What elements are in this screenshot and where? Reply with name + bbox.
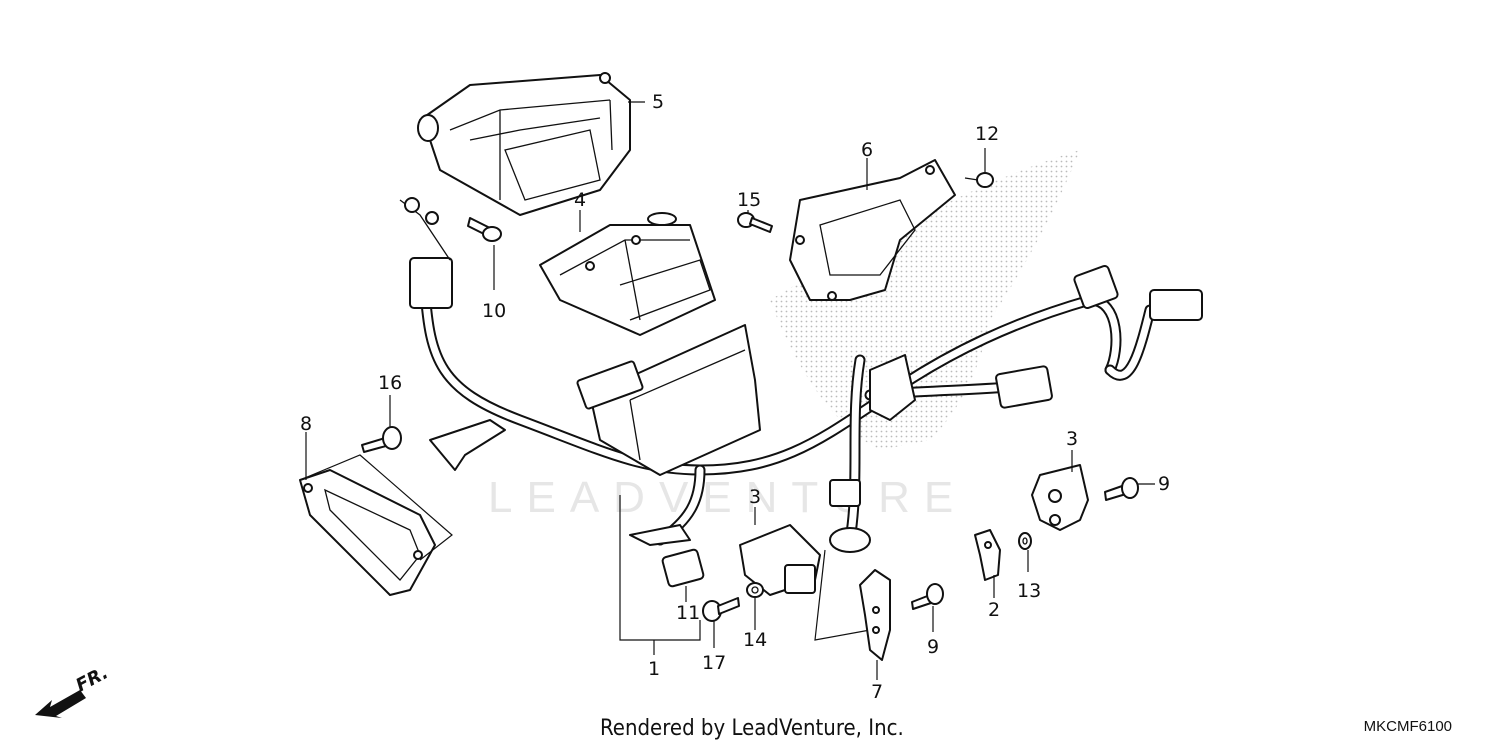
watermark-text: LEADVENTURE: [488, 473, 967, 522]
part-3-sensor-right: [1031, 464, 1089, 531]
callout-4: 4: [574, 189, 586, 211]
bolt-10: [467, 217, 502, 242]
part-4-module: [539, 212, 716, 336]
callout-9-right: 9: [1158, 473, 1170, 495]
bolt-9-lower: [911, 583, 944, 610]
callout-9-lower: 9: [927, 636, 939, 658]
part-11-connector: [661, 548, 705, 588]
arrow-icon: [35, 690, 86, 718]
part-1-wire-harness: [399, 197, 1203, 553]
callout-7: 7: [871, 681, 883, 703]
callout-2: 2: [988, 599, 1000, 621]
callout-14: 14: [743, 629, 767, 651]
part-6-plate: [789, 159, 956, 301]
bolt-16: [361, 426, 402, 453]
part-7-stay: [859, 569, 891, 661]
washer-14: [746, 582, 764, 598]
bolt-12: [964, 172, 994, 188]
callout-11: 11: [676, 602, 700, 624]
callout-3-right: 3: [1066, 428, 1078, 450]
part-5-cover: [417, 72, 631, 216]
washer-13: [1018, 532, 1032, 550]
part-3-sensor-left: [739, 524, 871, 641]
callout-3-left: 3: [749, 486, 761, 508]
callout-16: 16: [378, 372, 402, 394]
bolt-17: [702, 597, 740, 622]
callout-13: 13: [1017, 580, 1041, 602]
callout-5: 5: [652, 91, 664, 113]
part-8-bracket: [299, 454, 453, 596]
diagram-code: MKCMF6100: [1363, 718, 1452, 735]
callout-15: 15: [737, 189, 761, 211]
footer-credit: Rendered by LeadVenture, Inc.: [600, 716, 904, 741]
part-2-clip: [974, 529, 1001, 581]
callout-10: 10: [482, 300, 506, 322]
front-direction-indicator: FR.: [35, 662, 112, 718]
callout-1: 1: [648, 658, 660, 680]
wing-logo-watermark: [770, 150, 1080, 450]
bolt-15: [737, 212, 773, 233]
callout-12: 12: [975, 123, 999, 145]
callout-8: 8: [300, 413, 312, 435]
callout-6: 6: [861, 139, 873, 161]
callout-17: 17: [702, 652, 726, 674]
bolt-9-right: [1104, 477, 1139, 501]
leader-lines: [305, 101, 1155, 680]
